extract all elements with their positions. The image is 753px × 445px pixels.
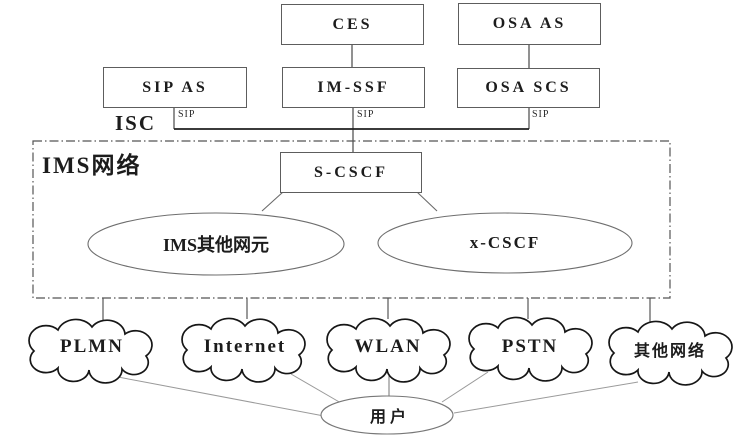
sip-interface-label-2: SIP [357, 109, 375, 120]
edge-pstn-user [441, 371, 489, 403]
node-ces-label: CES [332, 15, 373, 33]
plmn-cloud [28, 318, 153, 384]
other-network-cloud-label: 其他网络 [633, 343, 707, 360]
x-cscf-ellipse [377, 212, 633, 274]
node-s-cscf: S-CSCF [280, 152, 422, 193]
node-osa-as: OSA AS [458, 3, 601, 45]
x-cscf-label: x-CSCF [469, 233, 541, 252]
node-s-cscf-label: S-CSCF [313, 163, 388, 181]
wlan-cloud-label: WLAN [354, 336, 422, 357]
user-ellipse [320, 395, 454, 435]
node-sip-as-label: SIP AS [142, 78, 208, 96]
edge-plmn-user [117, 376, 325, 417]
ims-network-boundary [32, 140, 671, 299]
user-label: 用户 [369, 409, 411, 426]
edge-scscf-otherelements [261, 191, 284, 212]
edge-scscf-xcscf [416, 191, 438, 212]
node-osa-scs: OSA SCS [457, 68, 600, 108]
internet-cloud [181, 317, 306, 383]
node-sip-as: SIP AS [103, 67, 247, 108]
ims-other-elements-label: IMS其他网元 [162, 235, 270, 255]
sip-interface-label-3: SIP [532, 109, 550, 120]
edge-internet-user [290, 373, 342, 404]
pstn-cloud-label: PSTN [501, 336, 559, 357]
node-im-ssf-label: IM-SSF [317, 78, 390, 96]
edge-othernet-user [453, 381, 639, 414]
node-im-ssf: IM-SSF [282, 67, 425, 108]
internet-cloud-label: Internet [203, 336, 287, 357]
isc-interface-label: ISC [115, 111, 157, 135]
node-ces: CES [281, 4, 424, 45]
node-osa-as-label: OSA AS [492, 15, 567, 32]
sip-interface-label-1: SIP [178, 109, 196, 120]
plmn-cloud-label: PLMN [60, 336, 124, 357]
node-osa-scs-label: OSA SCS [485, 79, 572, 96]
other-network-cloud-pstn [468, 316, 593, 382]
other-network-cloud [608, 320, 733, 386]
wlan-cloud [326, 317, 451, 383]
ims-network-title: IMS网络 [42, 153, 142, 178]
ims-other-elements-ellipse [87, 212, 345, 276]
